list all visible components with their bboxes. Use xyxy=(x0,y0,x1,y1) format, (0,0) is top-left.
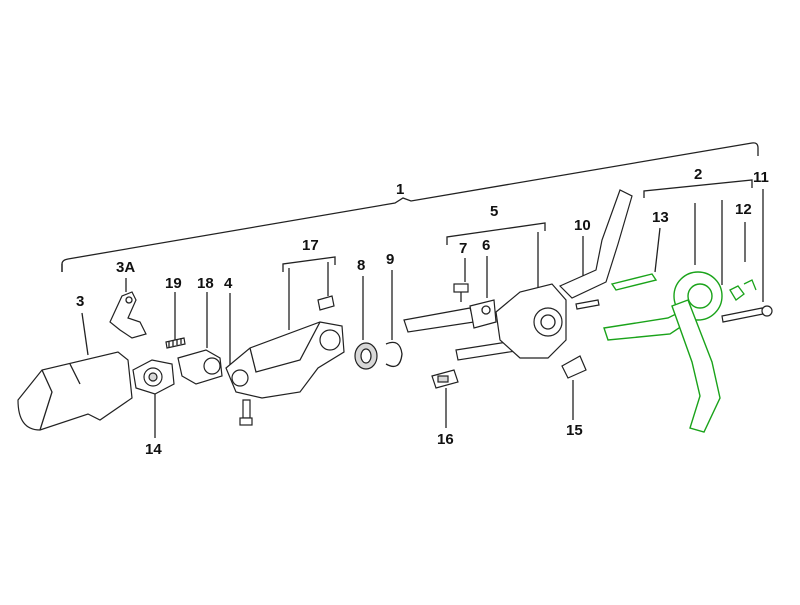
bracket-5 xyxy=(446,222,546,245)
label-7: 7 xyxy=(459,240,468,257)
part-15-button xyxy=(561,355,587,379)
label-9: 9 xyxy=(386,251,395,268)
part-12-clip xyxy=(729,279,757,301)
part-3a-bracket xyxy=(109,291,147,339)
bracket-2 xyxy=(643,179,753,198)
bracket-1 xyxy=(61,142,759,272)
part-14-switch xyxy=(132,359,175,395)
label-8: 8 xyxy=(357,257,366,274)
part-19-screw xyxy=(165,337,186,349)
label-11: 11 xyxy=(753,169,769,186)
part-13-strip xyxy=(610,273,658,291)
part-17-housing xyxy=(225,295,345,399)
part-7-screw xyxy=(453,283,469,302)
label-5: 5 xyxy=(490,203,499,220)
label-2: 2 xyxy=(694,166,703,183)
label-15: 15 xyxy=(566,422,583,439)
part-3-cover xyxy=(17,351,133,431)
label-17: 17 xyxy=(302,237,319,254)
label-3a: 3A xyxy=(116,259,136,276)
part-10-pin xyxy=(575,299,600,310)
label-1: 1 xyxy=(396,181,405,198)
part-2-lever-switch xyxy=(603,271,723,433)
part-5-switch xyxy=(495,189,633,359)
label-6: 6 xyxy=(482,237,491,254)
label-13: 13 xyxy=(652,209,669,226)
label-18: 18 xyxy=(197,275,214,292)
label-4: 4 xyxy=(224,275,233,292)
label-10: 10 xyxy=(574,217,591,234)
label-14: 14 xyxy=(145,441,162,458)
label-19: 19 xyxy=(165,275,182,292)
part-11-bolt xyxy=(721,305,773,323)
part-9-circlip xyxy=(385,341,403,368)
label-16: 16 xyxy=(437,431,454,448)
bracket-17 xyxy=(282,256,336,272)
part-18-cylinder xyxy=(177,349,223,385)
label-12: 12 xyxy=(735,201,752,218)
part-8-bearing xyxy=(354,342,378,370)
part-4-screw xyxy=(239,399,253,426)
part-16-button xyxy=(431,369,459,389)
label-3: 3 xyxy=(76,293,85,310)
